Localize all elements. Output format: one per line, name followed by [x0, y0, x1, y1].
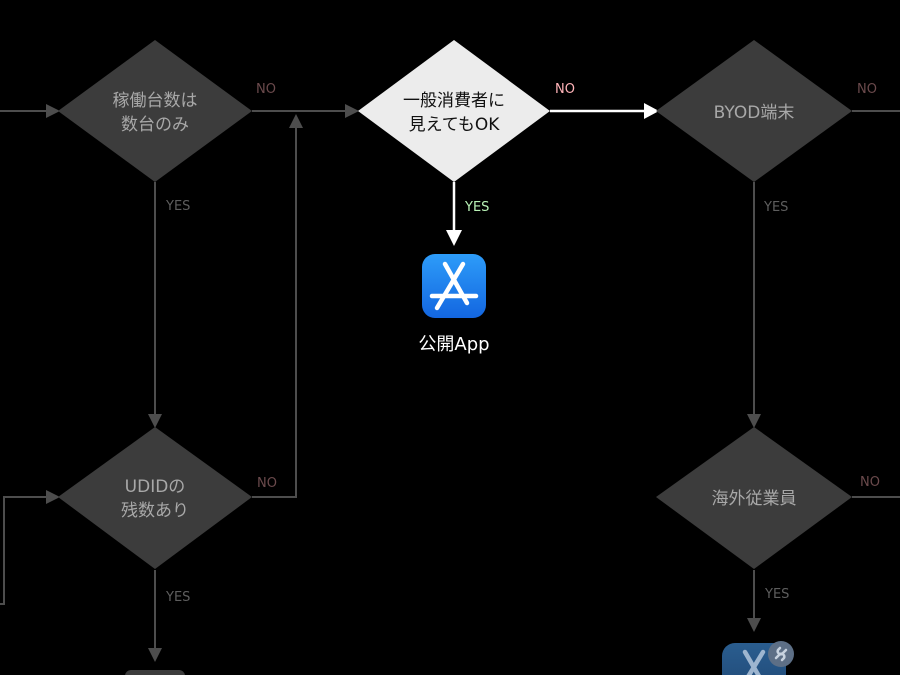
label-d2-no: NO	[555, 82, 575, 97]
arrowhead	[747, 414, 761, 428]
d4-line1: UDIDの	[125, 477, 186, 497]
label-d3-no: NO	[857, 82, 877, 97]
public-app-label: 公開App	[418, 334, 489, 355]
partial-node-bottom-left	[125, 670, 185, 675]
arrowhead	[446, 230, 462, 246]
edge-d4-no	[252, 124, 297, 498]
d2-line2: 見えてもOK	[409, 115, 501, 135]
arrowhead	[345, 104, 359, 118]
arrowhead	[747, 618, 761, 632]
label-d4-yes: YES	[165, 590, 190, 605]
arrowhead	[46, 104, 60, 118]
label-d1-no: NO	[256, 82, 276, 97]
decision-d4	[58, 427, 252, 569]
d1-line2: 数台のみ	[121, 115, 189, 135]
label-d4-no: NO	[257, 476, 277, 491]
arrowhead	[644, 103, 659, 119]
label-d5-no: NO	[860, 475, 880, 490]
d4-line2: 残数あり	[121, 501, 189, 521]
decision-d5	[656, 427, 852, 569]
arrowhead	[46, 490, 60, 504]
arrowhead	[148, 648, 162, 662]
d2-line1: 一般消費者に	[403, 91, 505, 111]
d3-line1: BYOD端末	[714, 103, 795, 123]
label-d3-yes: YES	[763, 200, 788, 215]
decision-d2	[358, 40, 550, 182]
arrowhead	[148, 414, 162, 428]
d1-line1: 稼働台数は	[113, 91, 198, 111]
label-d5-yes: YES	[764, 587, 789, 602]
d5-line1: 海外従業員	[712, 489, 797, 509]
label-d2-yes: YES	[464, 200, 489, 215]
decision-d3	[656, 40, 852, 182]
app-store-icon	[422, 254, 486, 318]
label-d1-yes: YES	[165, 199, 190, 214]
arrowhead	[289, 114, 303, 128]
decision-d1	[58, 40, 252, 182]
edge-entry-d4	[0, 496, 50, 605]
app-store-link-icon	[722, 641, 794, 675]
